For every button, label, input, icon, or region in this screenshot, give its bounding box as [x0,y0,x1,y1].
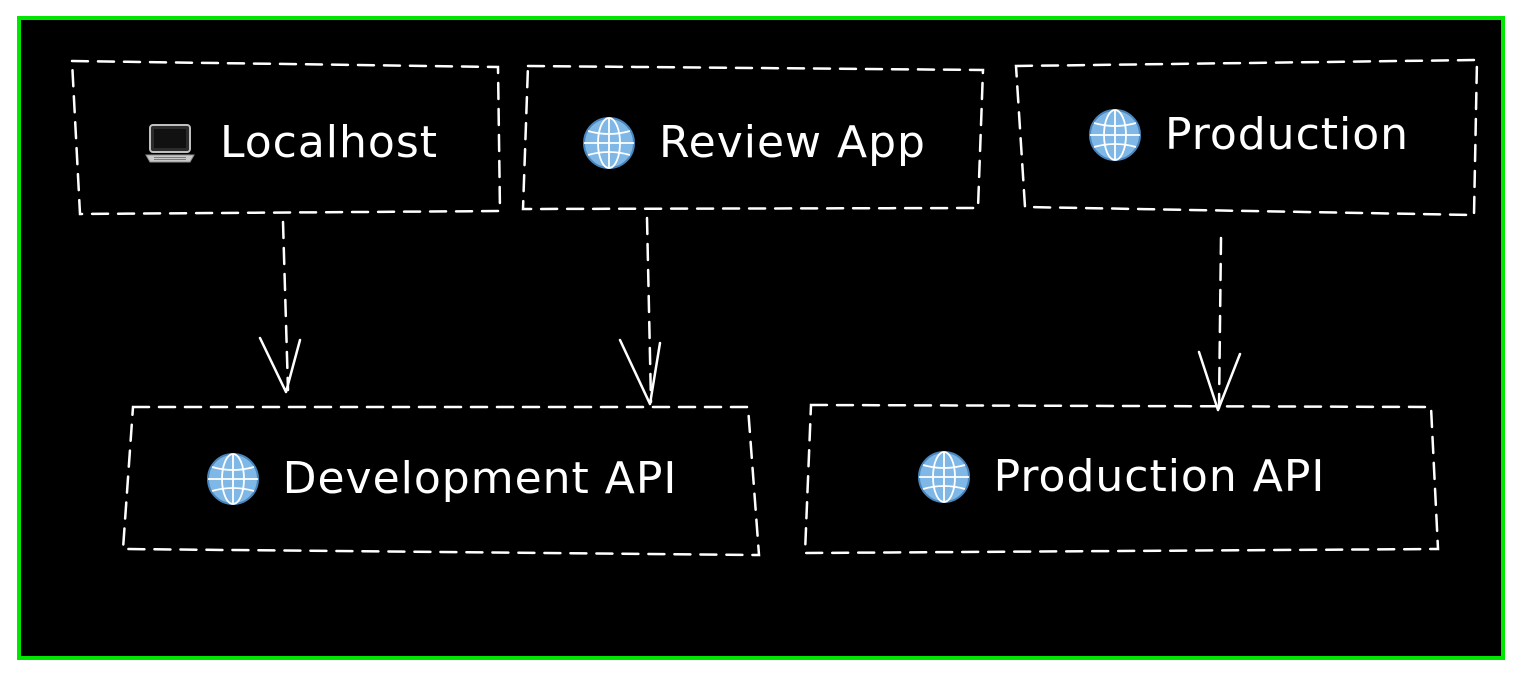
development-api-label: Development API [282,453,678,504]
production-label: Production [1164,109,1410,160]
globe-icon [581,115,637,171]
node-production: Production [1020,92,1476,178]
development-api-box [121,405,761,557]
review-app-label: Review App [659,117,926,168]
arrowhead-review-app-edge [618,338,662,406]
globe-icon [205,451,261,507]
globe-icon [916,449,972,505]
node-localhost: Localhost [80,100,500,186]
production-api-label: Production API [993,451,1326,502]
edge-production-to-production-api [1217,236,1223,410]
node-production-api: Production API [808,434,1433,520]
edge-review-app-to-development-api [645,216,653,404]
localhost-box [70,59,502,216]
arrowhead-localhost-edge [258,336,302,394]
laptop-icon [142,115,198,171]
arrowhead-production-edge [1197,350,1242,412]
review-app-box [521,64,985,211]
node-review-app: Review App [526,100,981,186]
production-api-box [803,403,1440,555]
localhost-label: Localhost [219,117,439,168]
globe-icon [1087,107,1143,163]
edge-localhost-to-development-api [281,220,290,392]
node-development-api: Development API [128,436,754,522]
